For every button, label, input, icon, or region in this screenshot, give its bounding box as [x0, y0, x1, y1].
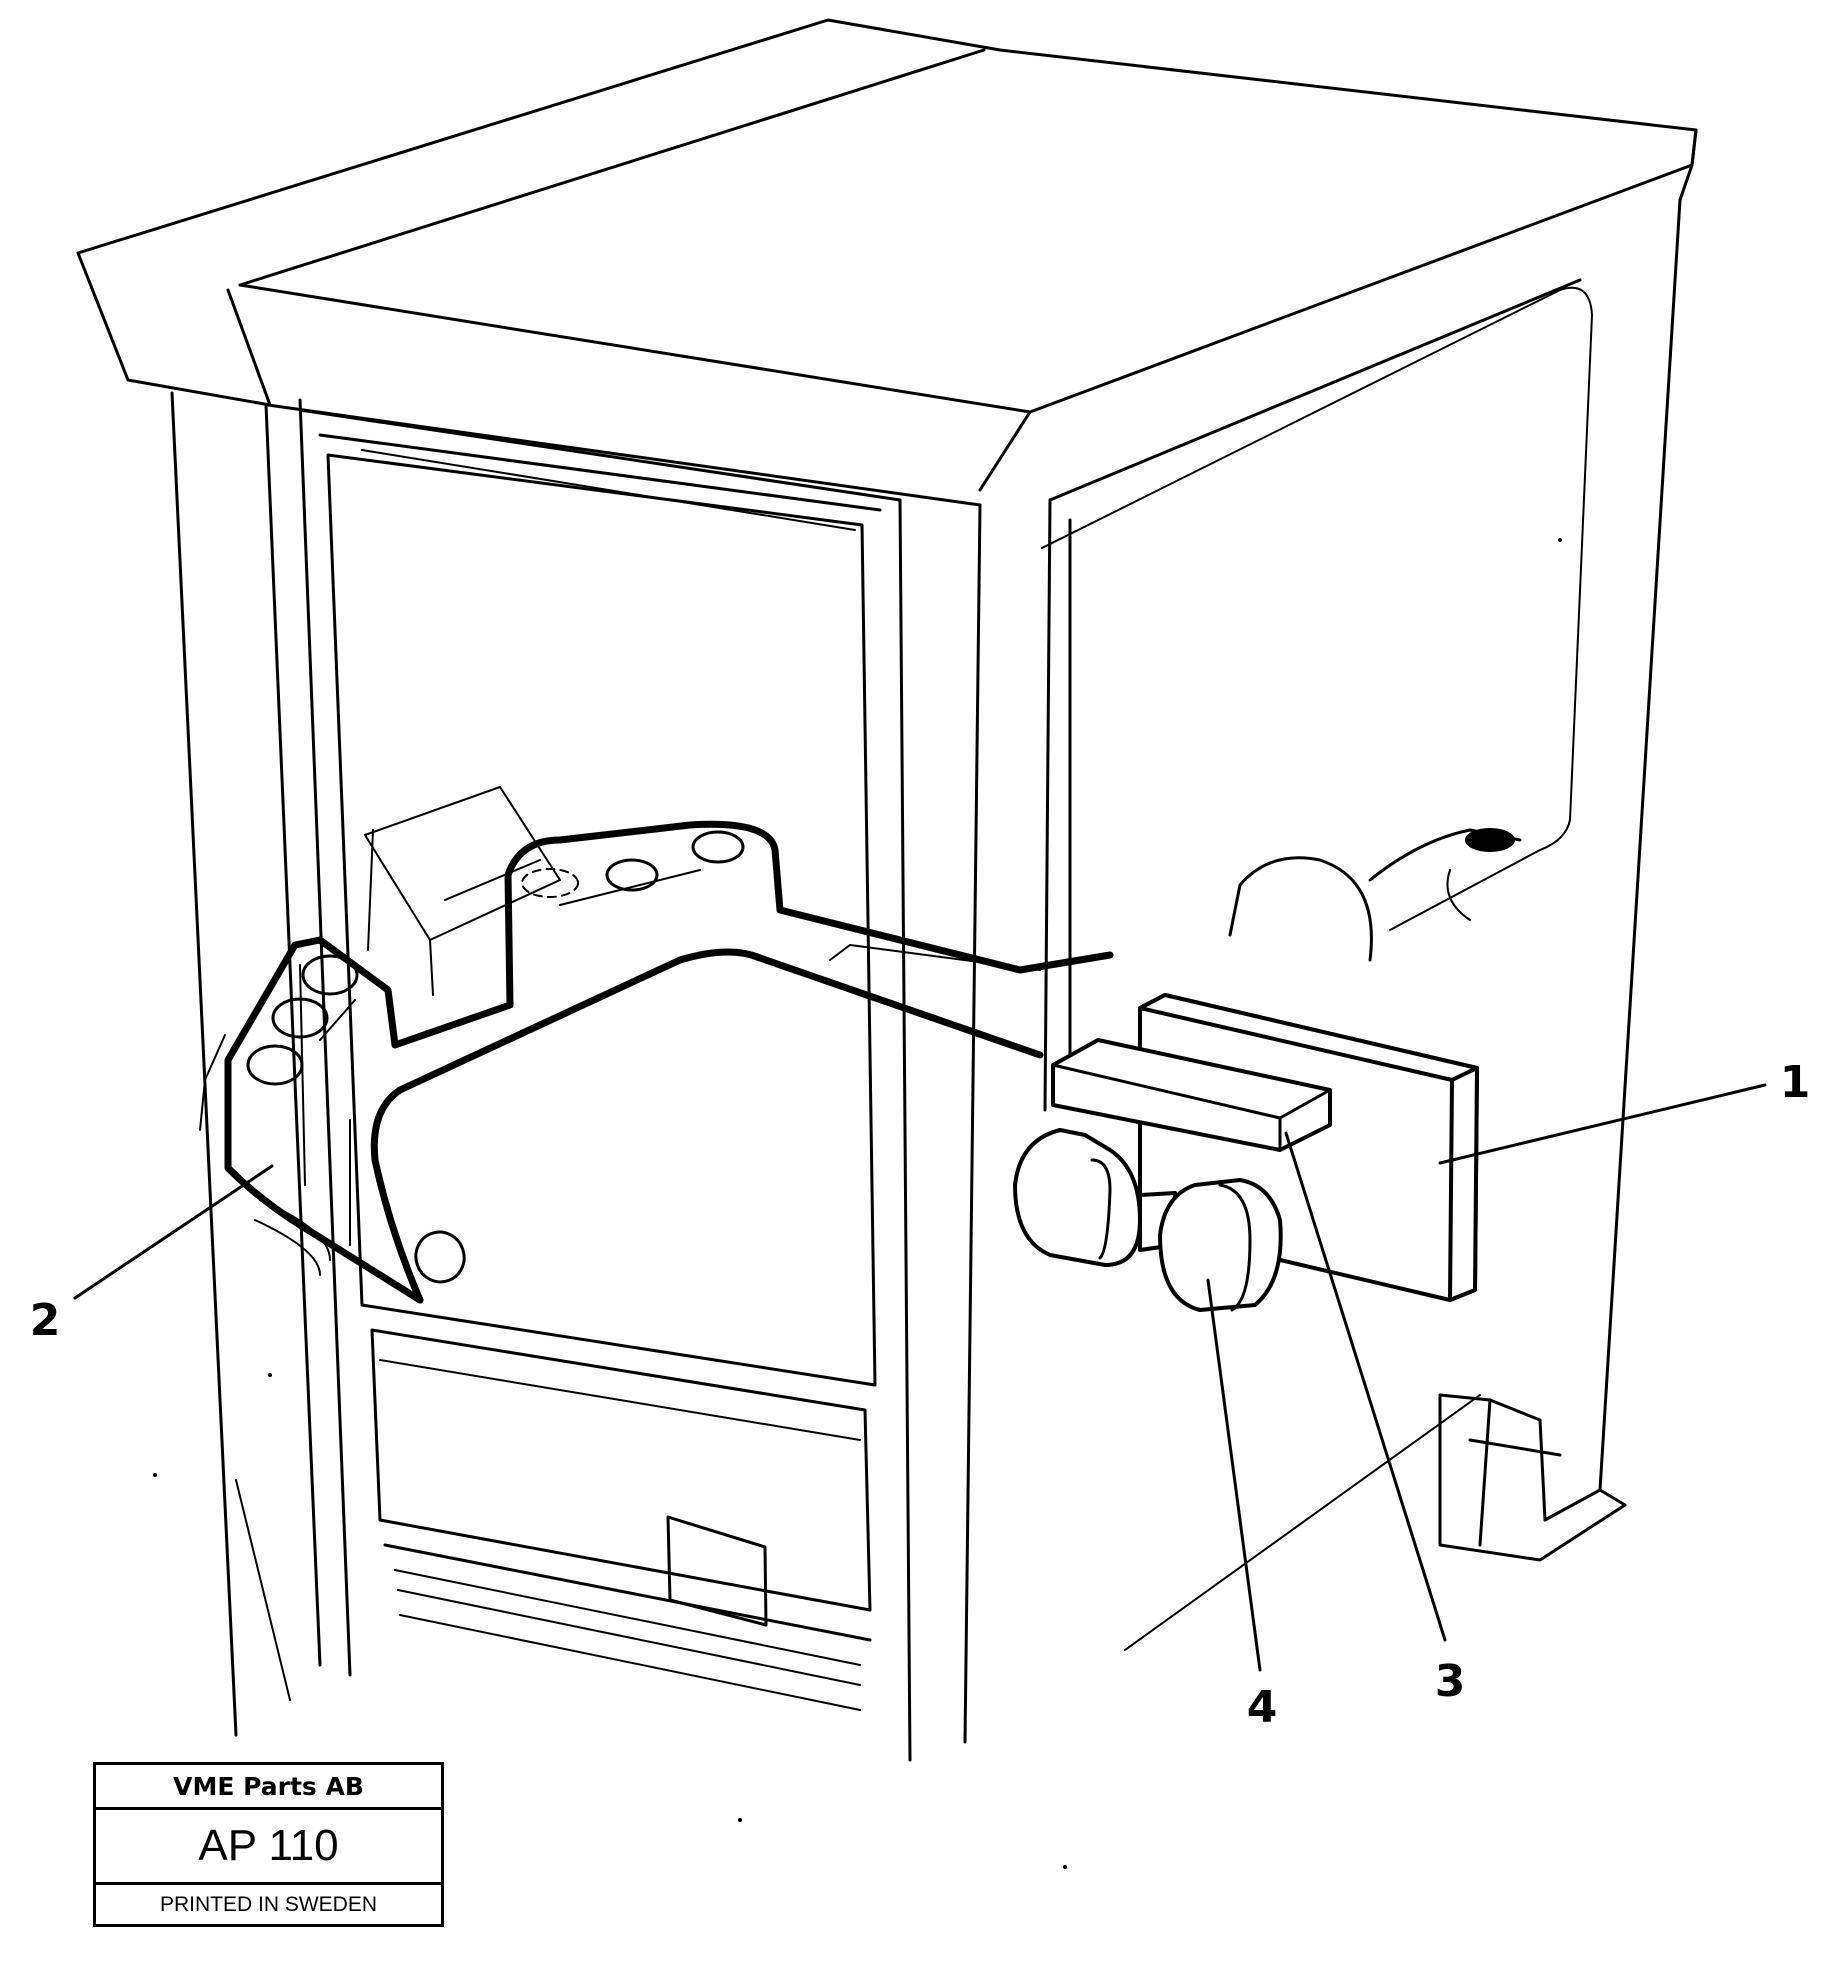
callout-3: 3 — [1435, 1656, 1466, 1707]
lower-front-panels — [370, 1328, 872, 1711]
callout-4: 4 — [1247, 1682, 1278, 1733]
seat-back-outline — [1228, 828, 1522, 962]
heater-duct — [199, 786, 1114, 1304]
callout-1: 1 — [1780, 1057, 1811, 1108]
leader-3 — [1284, 1131, 1447, 1642]
control-panel-bar — [1051, 1038, 1332, 1152]
cab-roof — [76, 18, 1698, 492]
scan-specks — [153, 538, 1562, 1869]
cab-side-frame — [1041, 198, 1682, 1492]
leader-lines — [73, 1083, 1767, 1672]
callout-2: 2 — [30, 1295, 61, 1346]
publisher-stamp: VME Parts AB AP 110 PRINTED IN SWEDEN — [93, 1762, 444, 1927]
leader-1 — [1438, 1083, 1767, 1165]
stamp-code: AP 110 — [96, 1810, 441, 1885]
front-window — [326, 449, 877, 1387]
stamp-printed: PRINTED IN SWEDEN — [159, 1892, 377, 1916]
cab-side-step — [1124, 1393, 1627, 1651]
control-knob — [1013, 1128, 1283, 1312]
cab-lower-left — [235, 1199, 331, 1701]
leader-2 — [73, 1164, 274, 1300]
window-latch — [1465, 828, 1515, 852]
leader-4 — [1206, 1278, 1262, 1672]
stamp-company: VME Parts AB — [96, 1765, 441, 1810]
cab-front-frame — [170, 391, 982, 1762]
